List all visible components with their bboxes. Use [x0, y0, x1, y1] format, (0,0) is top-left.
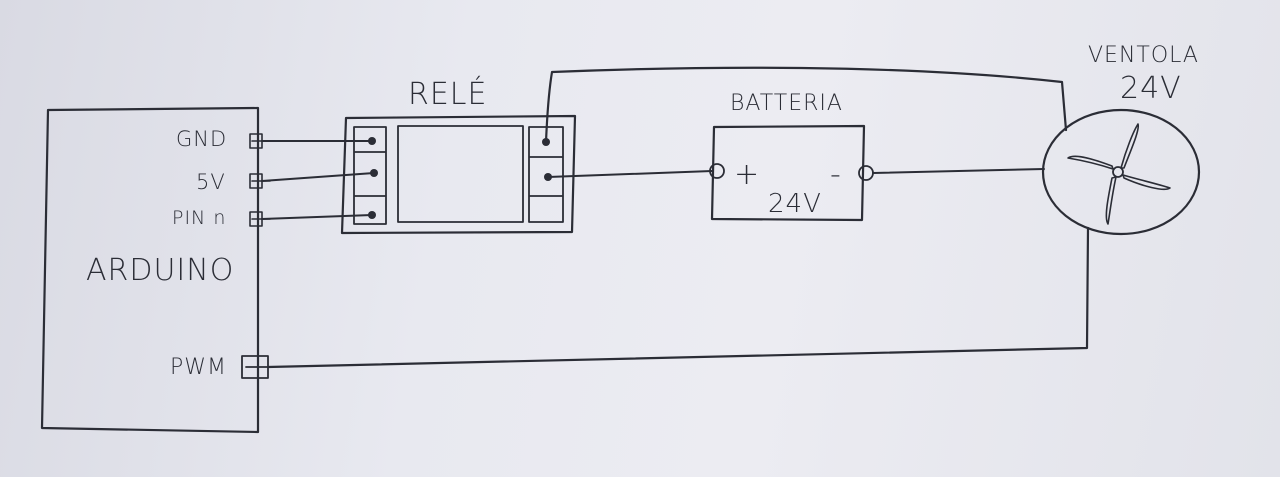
relay-terminal-in — [368, 211, 376, 219]
arduino-label: ARDUINO — [86, 253, 234, 288]
pin-label-pin-n: PIN n — [172, 207, 226, 229]
wire-pin-n — [261, 214, 373, 220]
battery-voltage: 24V — [768, 189, 822, 219]
pin-label-gnd: GND — [176, 127, 227, 151]
battery-label: BATTERIA — [730, 91, 843, 116]
relay-module: RELÉ — [340, 76, 577, 235]
pin-connector-pwm — [241, 355, 269, 379]
wire-battery-to-fan — [872, 168, 1045, 174]
relay-terminal-5v — [370, 169, 378, 177]
fan-label: VENTOLA — [1088, 43, 1199, 68]
wire-5v — [261, 172, 375, 182]
wire-fan-to-pwm — [266, 226, 1090, 369]
fan-housing — [1041, 108, 1201, 236]
battery-positive-sign: + — [734, 157, 760, 192]
wire-relay-to-fan — [544, 66, 1068, 144]
battery-negative-sign: - — [830, 157, 842, 192]
fan-voltage: 24V — [1120, 71, 1182, 106]
relay-label: RELÉ — [408, 76, 487, 112]
battery-positive-terminal — [709, 163, 725, 179]
pin-label-pwm: PWM — [170, 355, 227, 380]
pin-label-5v: 5V — [196, 170, 226, 194]
fan-icon — [1067, 123, 1171, 225]
arduino-board: ARDUINO — [40, 106, 260, 434]
fan: VENTOLA 24V — [1041, 43, 1201, 236]
relay-terminal-gnd — [368, 137, 376, 145]
wire-relay-to-battery — [547, 170, 713, 178]
battery-negative-terminal — [858, 165, 874, 181]
battery: BATTERIA + - 24V — [709, 91, 874, 222]
